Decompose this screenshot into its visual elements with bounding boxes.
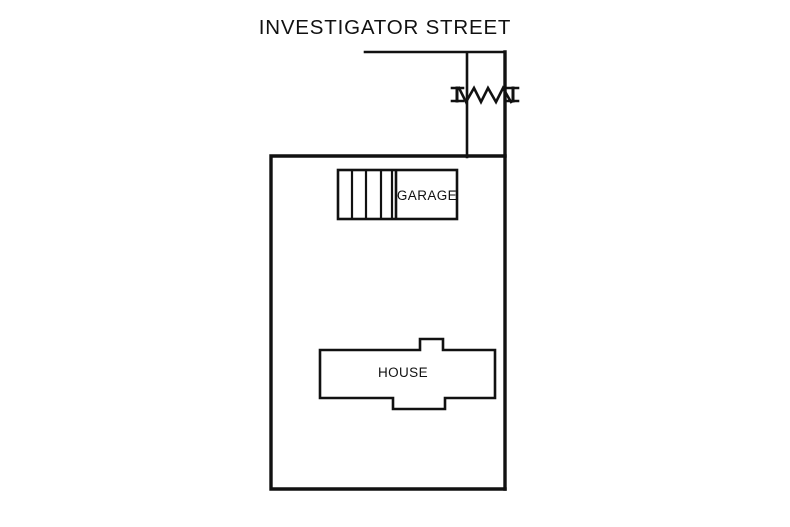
gate-right-bracket-icon xyxy=(505,86,520,103)
house-structure xyxy=(318,337,497,411)
house-label: HOUSE xyxy=(378,365,428,380)
property-boundary xyxy=(269,154,507,491)
street-name-label: INVESTIGATOR STREET xyxy=(259,16,512,39)
garage-structure xyxy=(336,168,459,221)
gate-left-bracket-icon xyxy=(450,86,465,103)
garage-label: GARAGE xyxy=(397,188,457,203)
gate-zigzag-icon xyxy=(457,85,513,105)
